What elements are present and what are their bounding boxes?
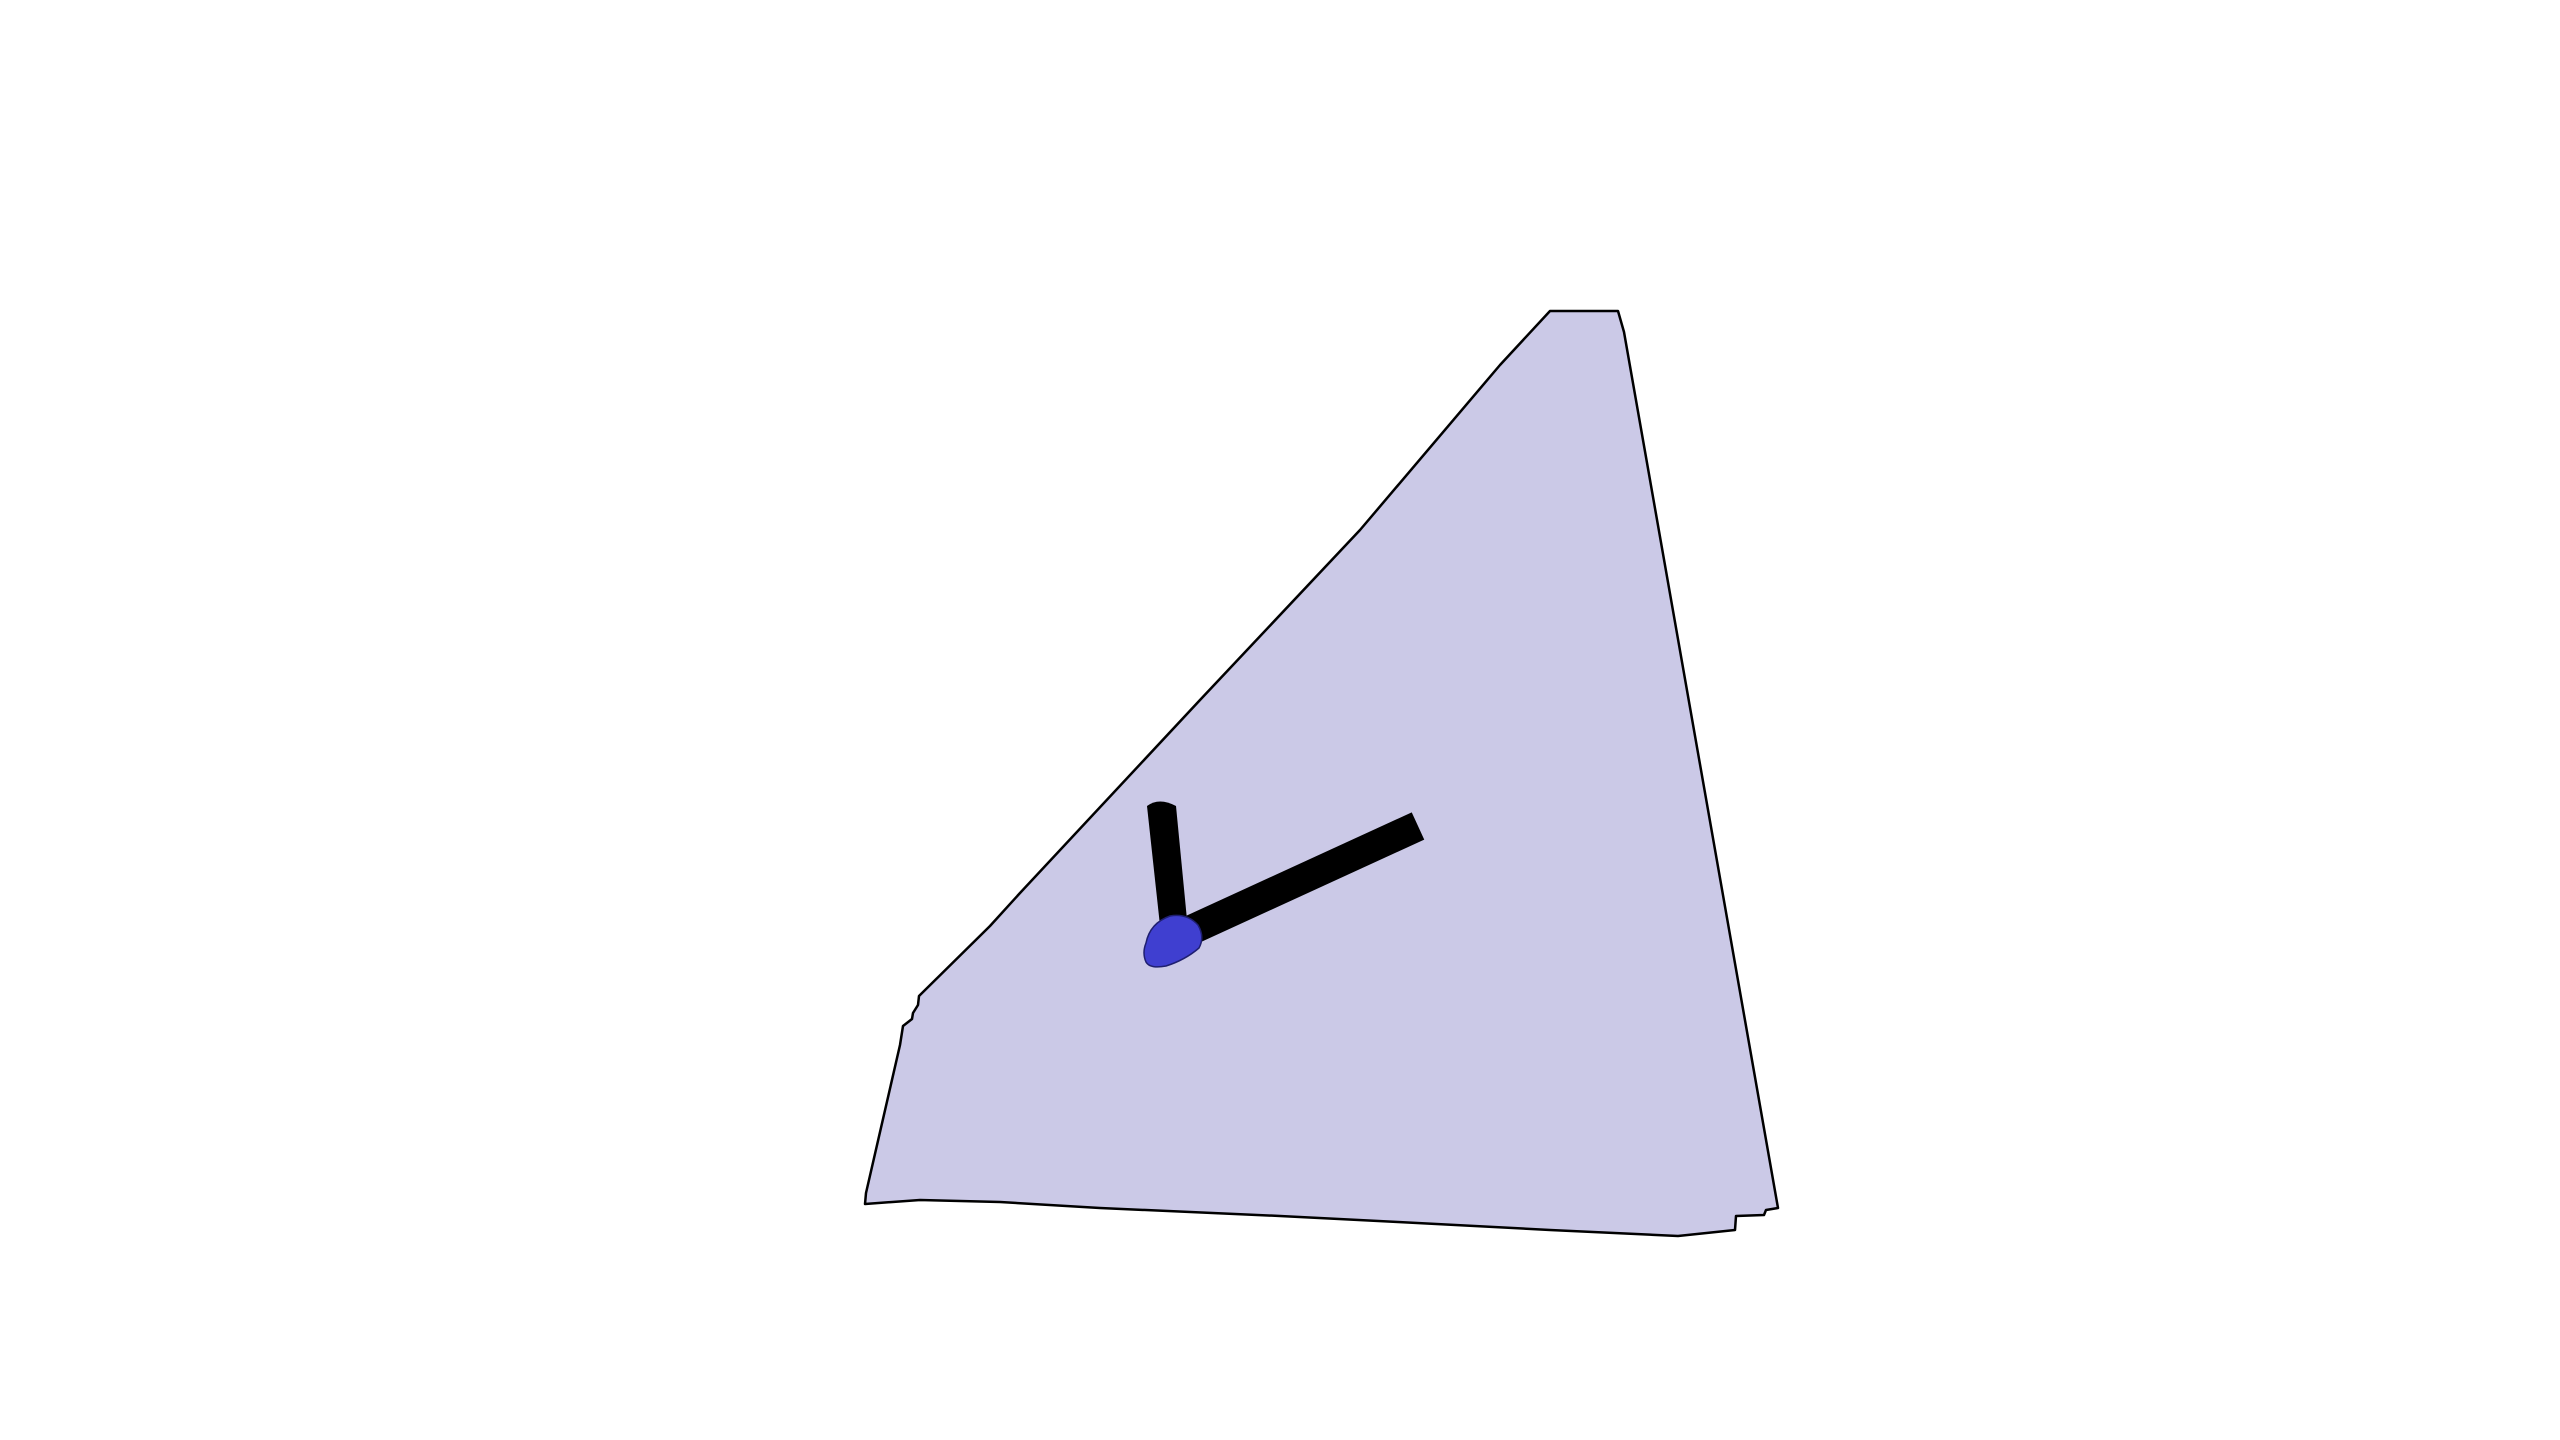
center-pivot [1143,914,1203,968]
clock-face-shape [863,309,1780,1238]
hour-hand [1147,801,1188,944]
minute-hand [1158,812,1425,956]
